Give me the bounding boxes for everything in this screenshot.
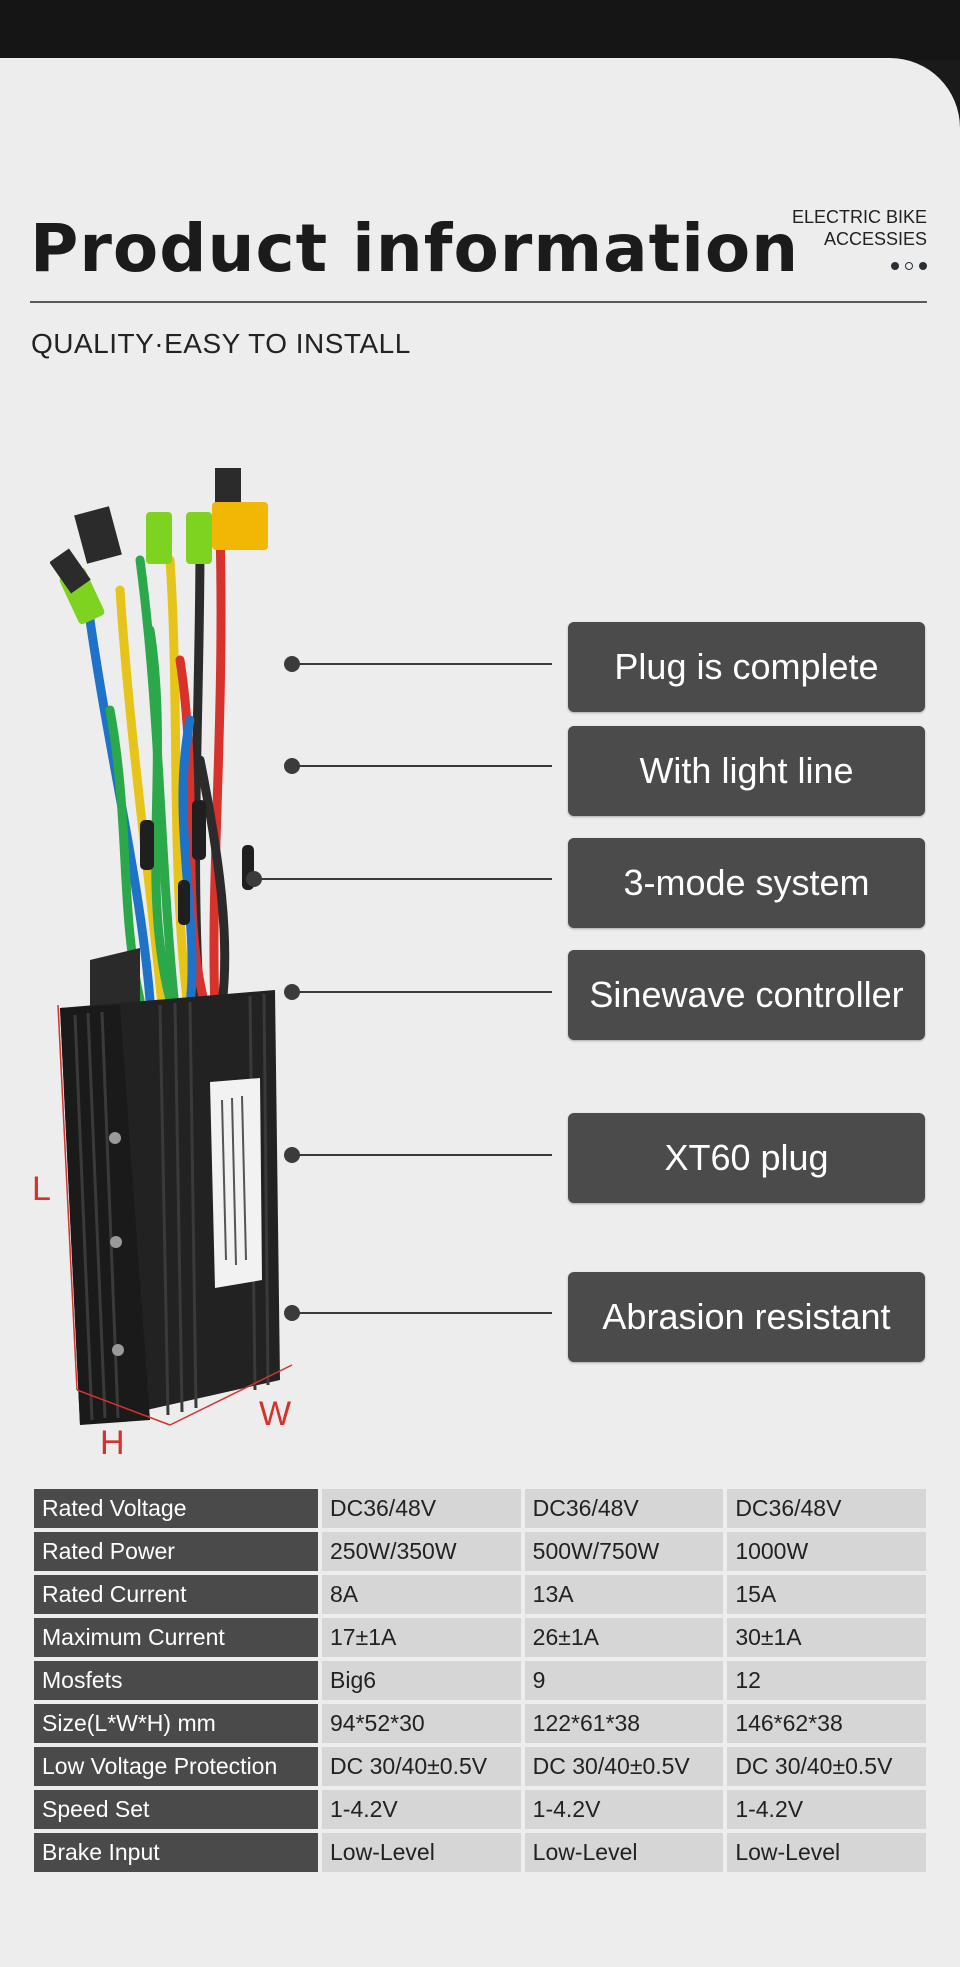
spec-value: 13A bbox=[524, 1575, 724, 1614]
spec-value: DC36/48V bbox=[322, 1489, 521, 1528]
spec-value: 30±1A bbox=[727, 1618, 926, 1657]
spec-value: 15A bbox=[727, 1575, 926, 1614]
brand-line-2: ACCESSIES bbox=[823, 229, 927, 249]
spec-value: Low-Level bbox=[727, 1833, 926, 1872]
spec-value: DC 30/40±0.5V bbox=[524, 1747, 724, 1786]
spec-value: 26±1A bbox=[524, 1618, 724, 1657]
callout-line bbox=[292, 1312, 552, 1314]
feature-label: Plug is complete bbox=[568, 622, 925, 712]
spec-value: DC 30/40±0.5V bbox=[322, 1747, 521, 1786]
dot-icon bbox=[891, 262, 899, 270]
spec-value: DC 30/40±0.5V bbox=[727, 1747, 926, 1786]
title-divider bbox=[30, 301, 927, 303]
callout-line bbox=[254, 878, 552, 880]
spec-value: Big6 bbox=[322, 1661, 521, 1700]
callout-line bbox=[292, 991, 552, 993]
spec-label: Mosfets bbox=[34, 1661, 318, 1700]
hollow-dot-icon bbox=[905, 262, 913, 270]
feature-label: 3-mode system bbox=[568, 838, 925, 928]
spec-label: Brake Input bbox=[34, 1833, 318, 1872]
spec-value: Low-Level bbox=[322, 1833, 521, 1872]
callout-line bbox=[292, 765, 552, 767]
spec-value: 12 bbox=[727, 1661, 926, 1700]
brand-tag: ELECTRIC BIKE ACCESSIES bbox=[792, 206, 927, 250]
dimension-label-width: W bbox=[259, 1395, 292, 1433]
spec-value: DC36/48V bbox=[727, 1489, 926, 1528]
spec-value: 1-4.2V bbox=[524, 1790, 724, 1829]
spec-label: Rated Voltage bbox=[34, 1489, 318, 1528]
spec-value: 8A bbox=[322, 1575, 521, 1614]
callout-line bbox=[292, 1154, 552, 1156]
brand-line-1: ELECTRIC BIKE bbox=[791, 207, 927, 227]
feature-label: With light line bbox=[568, 726, 925, 816]
decorative-dots bbox=[891, 262, 927, 270]
spec-value: 500W/750W bbox=[524, 1532, 724, 1571]
spec-value: 122*61*38 bbox=[524, 1704, 724, 1743]
spec-value: DC36/48V bbox=[524, 1489, 724, 1528]
spec-label: Size(L*W*H) mm bbox=[34, 1704, 318, 1743]
spec-label: Rated Power bbox=[34, 1532, 318, 1571]
dimension-label-height: H bbox=[100, 1424, 125, 1462]
feature-label: XT60 plug bbox=[568, 1113, 925, 1203]
spec-value: 1-4.2V bbox=[727, 1790, 926, 1829]
spec-value: 94*52*30 bbox=[322, 1704, 521, 1743]
dimension-label-length: L bbox=[32, 1170, 51, 1208]
dot-icon bbox=[919, 262, 927, 270]
feature-label: Abrasion resistant bbox=[568, 1272, 925, 1362]
spec-value: 17±1A bbox=[322, 1618, 521, 1657]
callout-line bbox=[292, 663, 552, 665]
spec-value: 1-4.2V bbox=[322, 1790, 521, 1829]
subtitle: QUALITY·EASY TO INSTALL bbox=[31, 328, 411, 359]
top-dark-band bbox=[0, 0, 960, 60]
spec-label: Speed Set bbox=[34, 1790, 318, 1829]
spec-label: Rated Current bbox=[34, 1575, 318, 1614]
spec-value: 9 bbox=[524, 1661, 724, 1700]
page-title: Product information bbox=[30, 210, 800, 287]
spec-label: Maximum Current bbox=[34, 1618, 318, 1657]
spec-value: Low-Level bbox=[524, 1833, 724, 1872]
spec-value: 1000W bbox=[727, 1532, 926, 1571]
spec-value: 250W/350W bbox=[322, 1532, 521, 1571]
feature-label: Sinewave controller bbox=[568, 950, 925, 1040]
spec-label: Low Voltage Protection bbox=[34, 1747, 318, 1786]
controller-illustration bbox=[50, 468, 293, 1426]
spec-value: 146*62*38 bbox=[727, 1704, 926, 1743]
